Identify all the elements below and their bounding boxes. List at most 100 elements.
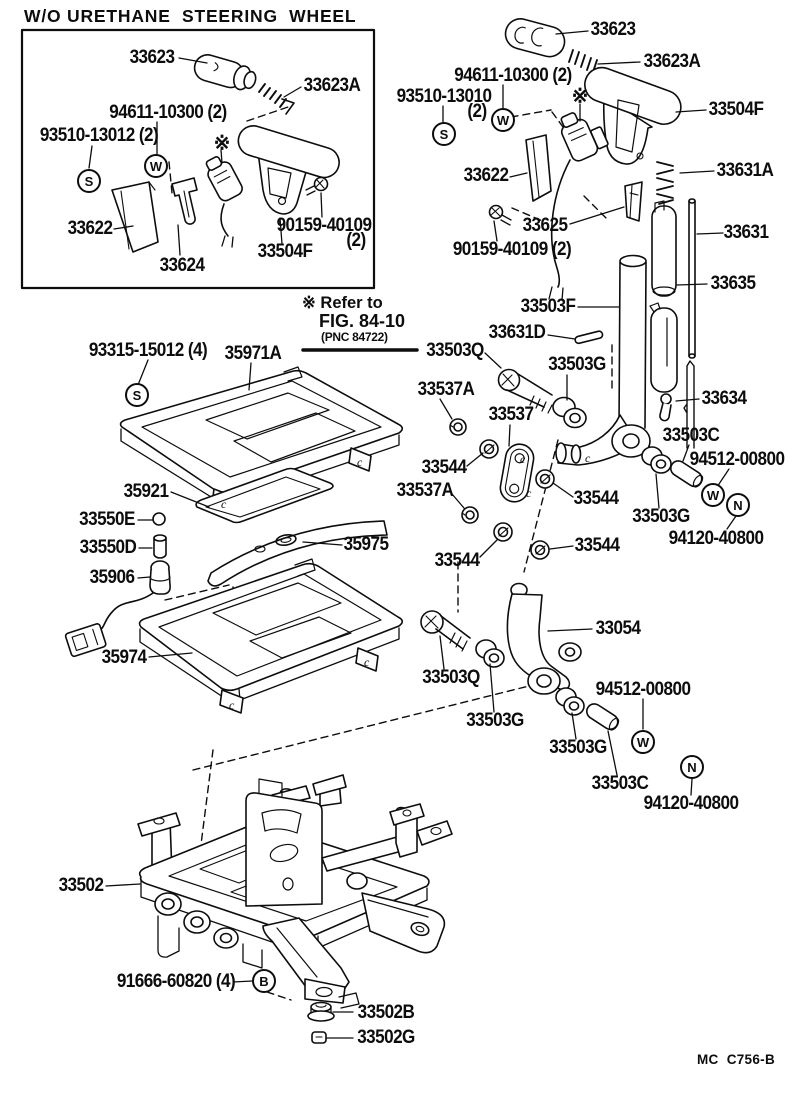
callout-S: S bbox=[125, 383, 149, 407]
part-label-35975: 35975 bbox=[343, 534, 389, 555]
tube-33635-upper bbox=[651, 200, 677, 297]
part-label-33504f-inset: 33504F bbox=[257, 241, 313, 262]
part-label-33502g: 33502G bbox=[357, 1027, 415, 1048]
part-label-90159-40109-qty-inset: (2) bbox=[346, 230, 366, 251]
c-marks: cc cc ccc bbox=[221, 451, 591, 712]
wedge-33625 bbox=[624, 181, 643, 222]
knob-cap-33623 bbox=[504, 18, 566, 58]
part-label-33544-3: 33544 bbox=[574, 535, 620, 556]
grommet-33503g-2 bbox=[641, 446, 672, 474]
part-label-33537a-1: 33537A bbox=[417, 379, 475, 400]
callout-W: W bbox=[491, 108, 515, 132]
part-label-94512-00800-upper: 94512-00800 bbox=[689, 449, 785, 470]
washer-33544-3 bbox=[493, 522, 513, 542]
part-label-33537a-2: 33537A bbox=[396, 480, 454, 501]
tube-33635-lower bbox=[649, 302, 678, 393]
part-label-33503c-upper: 33503C bbox=[662, 425, 720, 446]
bushing-33503g-upper bbox=[552, 396, 587, 429]
washer-33544-1 bbox=[479, 439, 499, 459]
part-label-33622-inset: 33622 bbox=[67, 218, 113, 239]
svg-text:c: c bbox=[585, 451, 591, 465]
part-label-33624-inset: 33624 bbox=[159, 255, 205, 276]
inset-spring-33623a bbox=[258, 83, 287, 108]
part-label-91666-60820: 91666-60820 (4) bbox=[116, 971, 236, 992]
callout-B: B bbox=[252, 969, 276, 993]
screw-90159 bbox=[488, 204, 512, 226]
part-label-33550d: 33550D bbox=[79, 537, 137, 558]
e-ring-33537a-2 bbox=[461, 506, 479, 524]
part-label-33631a: 33631A bbox=[716, 160, 774, 181]
socket-35906 bbox=[64, 560, 171, 658]
pin-33631d bbox=[574, 330, 604, 345]
inset-detent-33624 bbox=[171, 177, 198, 225]
part-label-33502b: 33502B bbox=[357, 1002, 415, 1023]
link-33537 bbox=[499, 443, 535, 503]
fig-reference-note: ※ Refer to FIG. 84-10 (PNC 84722) bbox=[302, 294, 405, 343]
washer-33502g bbox=[311, 1031, 327, 1044]
svg-text:c: c bbox=[221, 497, 227, 511]
callout-W: W bbox=[144, 154, 168, 178]
e-ring-33537a-1 bbox=[449, 418, 467, 436]
part-label-94120-40800-upper: 94120-40800 bbox=[668, 528, 764, 549]
part-label-94512-00800-lower: 94512-00800 bbox=[595, 679, 691, 700]
asterisk-mark-inset: ※ bbox=[213, 132, 231, 155]
part-label-33622: 33622 bbox=[463, 165, 509, 186]
part-label-33623-inset: 33623 bbox=[129, 47, 175, 68]
asterisk-mark: ※ bbox=[571, 85, 589, 108]
part-label-33054: 33054 bbox=[595, 618, 641, 639]
svg-text:c: c bbox=[520, 452, 526, 466]
washer-33544-2 bbox=[535, 469, 555, 489]
bracket-33502 bbox=[137, 774, 453, 1009]
pin-33503c-lower bbox=[586, 703, 620, 731]
callout-S: S bbox=[432, 122, 456, 146]
switch-assy-33625-wire bbox=[548, 112, 609, 301]
part-label-35971a: 35971A bbox=[224, 343, 282, 364]
part-label-33503c-lower: 33503C bbox=[591, 773, 649, 794]
part-label-33550e: 33550E bbox=[79, 509, 135, 530]
part-label-33625: 33625 bbox=[522, 215, 568, 236]
part-label-33623a-inset: 33623A bbox=[303, 75, 361, 96]
inset-switch-assy bbox=[205, 156, 243, 248]
pin-33503c-upper bbox=[670, 460, 704, 488]
part-label-33623: 33623 bbox=[590, 19, 636, 40]
washer-33544-4 bbox=[530, 540, 550, 560]
callout-W: W bbox=[631, 730, 655, 754]
svg-text:c: c bbox=[526, 486, 532, 500]
part-label-93510-13012-inset: 93510-13012 (2) bbox=[39, 125, 159, 146]
part-label-33503g-upper: 33503G bbox=[548, 354, 606, 375]
callout-N: N bbox=[680, 755, 704, 779]
svg-text:c: c bbox=[364, 655, 370, 669]
part-label-33537: 33537 bbox=[488, 404, 534, 425]
part-label-90159-40109-inset: 90159-40109 bbox=[276, 215, 372, 236]
part-label-33631: 33631 bbox=[723, 222, 769, 243]
plate-35921 bbox=[195, 467, 334, 524]
part-label-33631d: 33631D bbox=[488, 322, 546, 343]
inset-title: W/O URETHANE STEERING WHEEL bbox=[24, 6, 357, 26]
clip-33634 bbox=[659, 393, 672, 422]
rod-33631-lower bbox=[683, 360, 695, 449]
callout-W: W bbox=[701, 483, 725, 507]
part-label-33503g-4: 33503G bbox=[549, 737, 607, 758]
part-label-33503g-2: 33503G bbox=[632, 506, 690, 527]
callout-N: N bbox=[726, 493, 750, 517]
bolt-33503q-upper bbox=[497, 368, 553, 414]
part-label-33503q-upper: 33503Q bbox=[426, 340, 484, 361]
part-label-35906: 35906 bbox=[89, 567, 135, 588]
plate-33622 bbox=[525, 134, 552, 202]
part-label-35921: 35921 bbox=[123, 481, 169, 502]
grommet-33502b bbox=[307, 1001, 335, 1022]
leader-lines bbox=[88, 30, 737, 1039]
svg-text:c: c bbox=[229, 698, 235, 712]
strip-35975 bbox=[207, 520, 388, 587]
rod-33631 bbox=[688, 198, 696, 359]
bulb-33550d bbox=[153, 534, 167, 559]
part-label-35974: 35974 bbox=[101, 647, 147, 668]
inset-plate-33622 bbox=[111, 181, 159, 253]
drawing-code: MC C756-B bbox=[697, 1052, 776, 1067]
bolt-33503q-lower bbox=[420, 610, 471, 652]
part-label-33502: 33502 bbox=[58, 875, 104, 896]
part-label-33634: 33634 bbox=[701, 388, 747, 409]
part-label-33623a: 33623A bbox=[643, 51, 701, 72]
